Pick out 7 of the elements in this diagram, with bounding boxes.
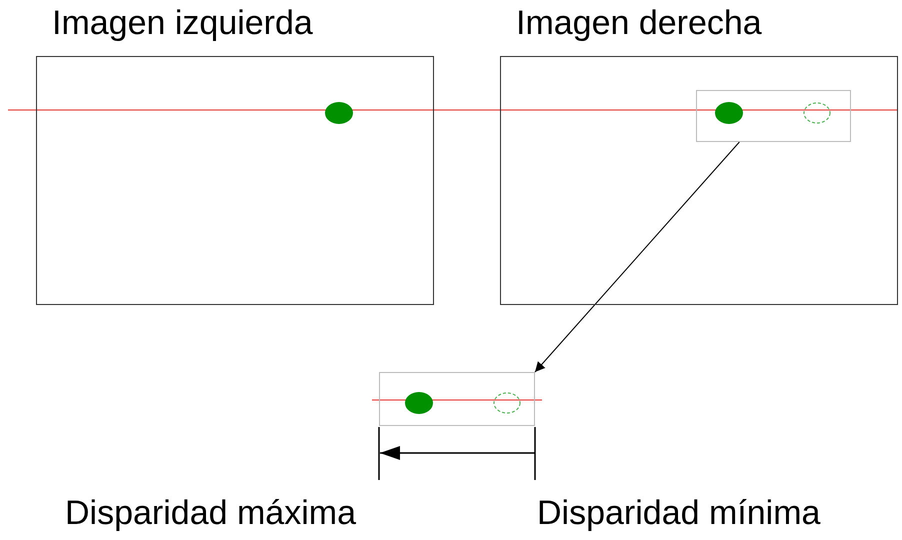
window-box [379, 372, 535, 426]
window-box [696, 90, 851, 142]
axis-label: Disparidad mínima [537, 496, 820, 530]
image-title: Imagen derecha [516, 6, 762, 40]
arrow [534, 142, 740, 372]
axis-label: Disparidad máxima [65, 496, 356, 530]
image-title: Imagen izquierda [52, 6, 313, 40]
